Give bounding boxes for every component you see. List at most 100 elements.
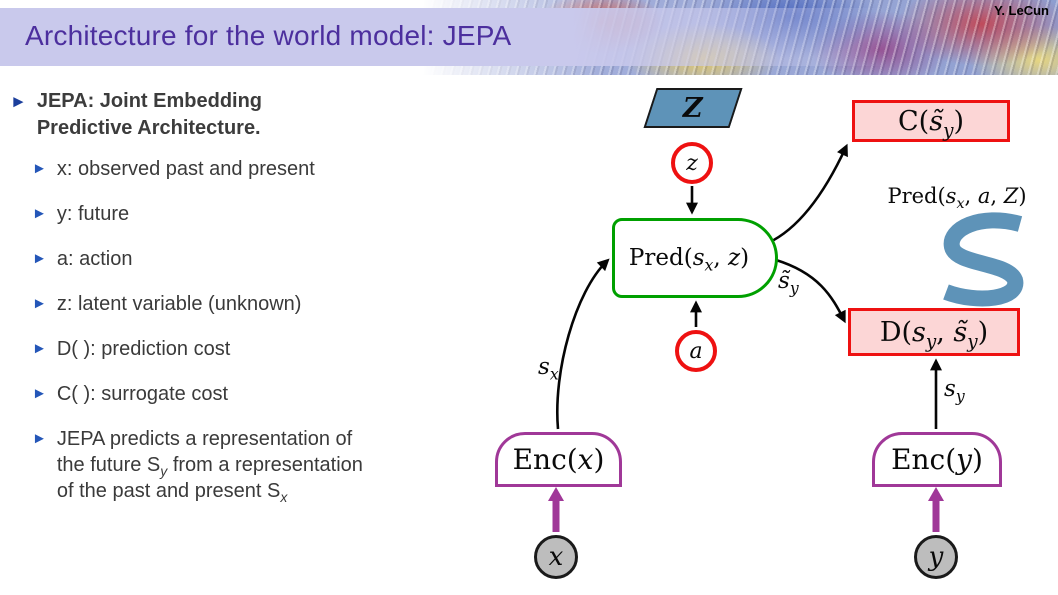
y-label: y bbox=[928, 542, 944, 572]
bullet-item: ► D( ): prediction cost bbox=[32, 336, 478, 362]
bullet-item: ► y: future bbox=[32, 201, 478, 227]
sep-part: , bbox=[713, 245, 728, 271]
predictor-label: Pred(sx, z) bbox=[628, 245, 749, 273]
var-part: a bbox=[977, 184, 991, 208]
latent-set-parallelogram: Z bbox=[643, 88, 743, 128]
action-a-node: a bbox=[675, 330, 717, 372]
fn-part: Enc( bbox=[891, 443, 957, 476]
bullet-triangle-icon: ► bbox=[32, 385, 47, 402]
var-part: z bbox=[727, 245, 741, 271]
bullet-main-line2: Predictive Architecture. bbox=[36, 117, 261, 139]
arrow-pred-to-c bbox=[767, 143, 848, 245]
bullet-item: ► x: observed past and present bbox=[32, 156, 478, 182]
var-part: s bbox=[538, 354, 550, 380]
bullet-text: JEPA predicts a representation of the fu… bbox=[57, 426, 379, 504]
subscript: x bbox=[704, 255, 714, 275]
title-band bbox=[0, 8, 1058, 66]
bullet-item: ► z: latent variable (unknown) bbox=[32, 291, 478, 317]
arrow-encx-to-pred bbox=[556, 258, 610, 430]
fn-part: Pred( bbox=[887, 184, 946, 208]
subscript: y bbox=[160, 463, 168, 479]
input-x-node: x bbox=[534, 535, 578, 579]
fn-part: Enc( bbox=[512, 443, 578, 476]
subscript: y bbox=[943, 119, 954, 141]
predictor-box: Pred(sx, z) bbox=[612, 218, 778, 298]
edge-label-sx: sx bbox=[538, 354, 559, 382]
var-part: s bbox=[945, 184, 957, 208]
bullet-list: ► JEPA: Joint Embedding Predictive Archi… bbox=[10, 88, 478, 523]
bullet-triangle-icon: ► bbox=[32, 205, 47, 222]
edge-label-s-tilde-y: s̃y bbox=[778, 268, 799, 296]
subscript: y bbox=[967, 330, 978, 352]
subscript: y bbox=[925, 330, 937, 352]
bullet-item: ► a: action bbox=[32, 246, 478, 272]
slide-header: Architecture for the world model: JEPA Y… bbox=[0, 0, 1058, 75]
close-part: ) bbox=[971, 443, 983, 476]
fn-part: Pred( bbox=[628, 245, 693, 271]
sep-part: , bbox=[936, 316, 954, 348]
arrowhead-x-icon bbox=[548, 487, 564, 501]
var-part: y bbox=[956, 443, 972, 476]
arrow-pred-to-d bbox=[775, 258, 846, 324]
bullet-text: C( ): surrogate cost bbox=[56, 383, 229, 405]
bullet-triangle-icon: ► bbox=[10, 92, 27, 111]
subscript: x bbox=[956, 196, 965, 213]
close-part: ) bbox=[977, 316, 989, 348]
bullet-triangle-icon: ► bbox=[32, 295, 47, 312]
bullet-triangle-icon: ► bbox=[32, 430, 47, 447]
bullet-text: x: observed past and present bbox=[56, 158, 315, 180]
latent-set-label: Z bbox=[683, 92, 703, 124]
var-part: s bbox=[912, 316, 926, 348]
bullet-item: ► JEPA predicts a representation of the … bbox=[32, 426, 478, 504]
diagram-wires bbox=[548, 143, 1024, 532]
close-part: ) bbox=[953, 105, 964, 137]
bullet-main-line1: JEPA: Joint Embedding bbox=[36, 90, 263, 112]
subscript: y bbox=[789, 278, 799, 298]
var-part: s̃ bbox=[953, 316, 968, 348]
close-part: ) bbox=[1018, 184, 1027, 208]
bullet-text-part: JEPA predicts a representation of the fu… bbox=[56, 428, 353, 476]
subscript: x bbox=[280, 489, 288, 505]
surrogate-cost-box: C(s̃y) bbox=[852, 100, 1010, 142]
bullet-main-text: JEPA: Joint Embedding Predictive Archite… bbox=[37, 88, 262, 142]
enc-x-label: Enc(x) bbox=[513, 443, 605, 476]
encoder-x-box: Enc(x) bbox=[495, 432, 622, 487]
close-part: ) bbox=[593, 443, 605, 476]
a-label: a bbox=[689, 338, 703, 364]
fn-part: D( bbox=[879, 316, 912, 348]
var-part: s̃ bbox=[929, 105, 944, 137]
z-label: z bbox=[686, 150, 698, 176]
var-part: x bbox=[577, 443, 594, 476]
encoder-y-box: Enc(y) bbox=[872, 432, 1002, 487]
sep-part: , bbox=[964, 184, 978, 208]
bullet-triangle-icon: ► bbox=[32, 340, 47, 357]
var-part: s bbox=[692, 245, 705, 271]
edge-label-sy: sy bbox=[944, 376, 965, 404]
d-cost-label: D(sy, s̃y) bbox=[879, 316, 989, 351]
subscript: y bbox=[955, 386, 965, 406]
prediction-cost-box: D(sy, s̃y) bbox=[848, 308, 1020, 356]
arrowhead-y-icon bbox=[928, 487, 944, 501]
x-label: x bbox=[548, 542, 564, 572]
bullet-main: ► JEPA: Joint Embedding Predictive Archi… bbox=[10, 88, 478, 142]
bullet-text: a: action bbox=[56, 248, 133, 270]
bullet-text-part: from a representation of the past and pr… bbox=[56, 454, 363, 502]
bullet-text: z: latent variable (unknown) bbox=[56, 293, 302, 315]
fn-part: C( bbox=[898, 105, 930, 137]
author-credit: Y. LeCun bbox=[994, 3, 1049, 18]
latent-z-node: z bbox=[671, 142, 713, 184]
bullet-text: D( ): prediction cost bbox=[56, 338, 231, 360]
sep-part: , bbox=[990, 184, 1004, 208]
bullet-sublist: ► x: observed past and present ► y: futu… bbox=[32, 156, 478, 504]
bullet-triangle-icon: ► bbox=[32, 160, 47, 177]
jepa-diagram: Z z a Pred(sx, z) C(s̃y) Pred(sx, a, Z) … bbox=[480, 80, 1058, 595]
c-cost-label: C(s̃y) bbox=[898, 105, 964, 140]
bullet-text: y: future bbox=[56, 203, 130, 225]
input-y-node: y bbox=[914, 535, 958, 579]
var-part: s̃ bbox=[778, 268, 790, 294]
bullet-item: ► C( ): surrogate cost bbox=[32, 381, 478, 407]
pred-formula-label: Pred(sx, a, Z) bbox=[862, 184, 1052, 211]
var-part: s bbox=[944, 376, 956, 402]
slide-title: Architecture for the world model: JEPA bbox=[25, 20, 512, 51]
